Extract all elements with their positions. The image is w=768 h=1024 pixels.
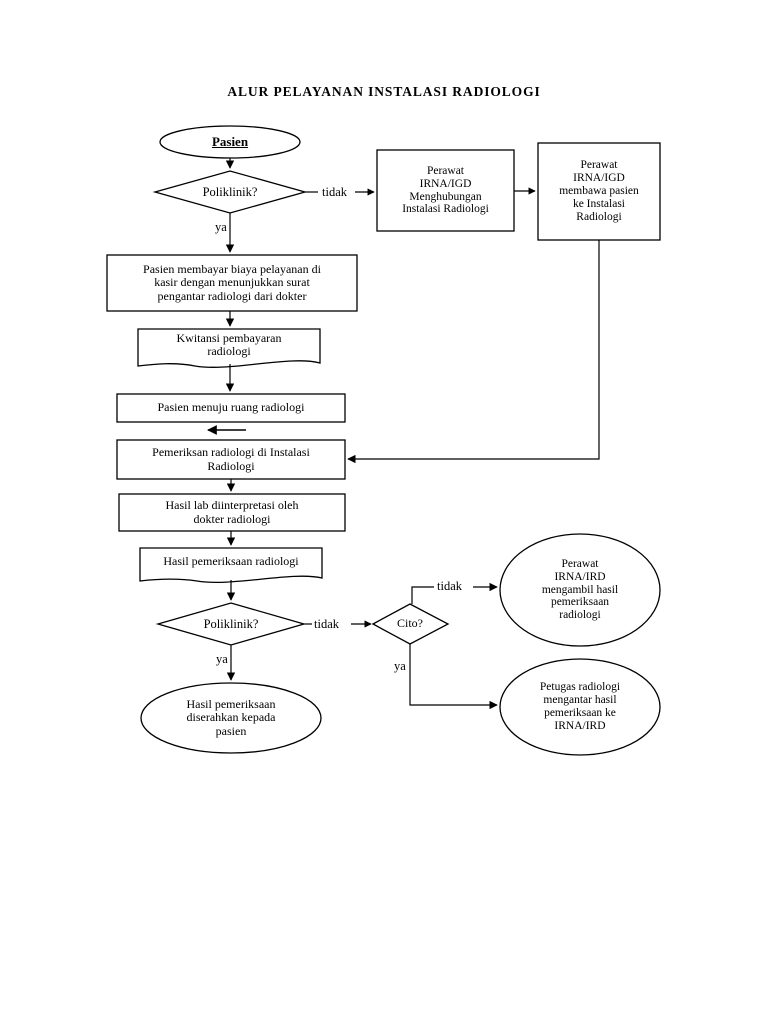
shape-kwitansi <box>137 328 321 368</box>
shape-petugas-mengantar <box>499 658 661 756</box>
shape-pasien-menuju <box>116 393 346 423</box>
shape-hasil-lab <box>118 493 346 532</box>
edge-label-poliklinik1-ya: ya <box>215 220 227 234</box>
shape-pasien-membayar <box>106 254 358 312</box>
shape-perawat-membawa <box>537 142 661 241</box>
edge-label-cito-tidak: tidak <box>437 579 462 593</box>
shape-decision-poliklinik-2 <box>155 602 307 646</box>
shape-decision-cito <box>371 603 450 645</box>
shape-decision-poliklinik-1 <box>152 170 308 214</box>
shape-hasil-diserahkan <box>140 682 322 754</box>
edge-cito-ya <box>409 644 498 710</box>
shape-pemeriksaan <box>116 439 346 480</box>
edge-label-cito-ya: ya <box>394 659 406 673</box>
page-title: ALUR PELAYANAN INSTALASI RADIOLOGI <box>227 84 541 99</box>
shape-perawat-mengambil <box>499 533 661 647</box>
shape-start-pasien <box>159 125 301 159</box>
edge-cito-tidak <box>411 586 434 604</box>
edge-label-poliklinik2-tidak: tidak <box>314 617 339 631</box>
shape-hasil-pemeriksaan-doc <box>139 547 323 584</box>
edge-label-poliklinik1-tidak: tidak <box>322 185 347 199</box>
edge-membawa-to-pemeriksaan <box>347 240 600 464</box>
shape-perawat-menghubungi <box>376 149 515 232</box>
edge-label-poliklinik2-ya: ya <box>216 652 228 666</box>
